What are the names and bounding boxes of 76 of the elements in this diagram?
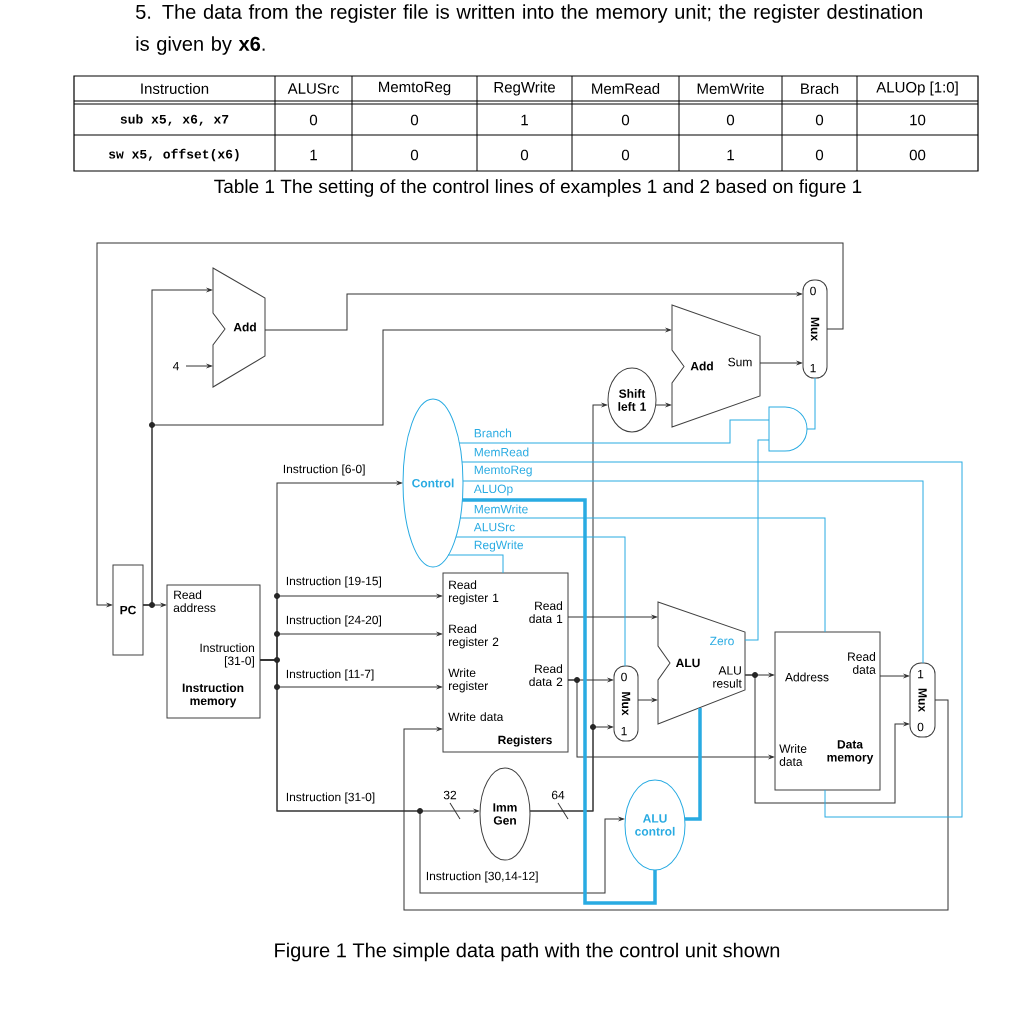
edge-label: MemRead [473,447,530,457]
signal-line [685,708,702,821]
arrow [403,699,949,911]
arrow [744,674,909,804]
table-header: Instruction [141,83,209,94]
edge-label: ALUOp [473,483,514,497]
arrow [567,615,657,619]
mux: 0 Mux 1 [613,665,639,742]
table-entry: 0 [815,114,824,126]
table-entry: 0 [520,149,529,161]
edge-label: RegWrite [473,539,525,553]
table-header: ALUSrc [287,83,339,94]
table-entry: sw x5, offset(x6) [108,148,239,162]
edge-label: ALUSrc [473,522,516,532]
arrow [264,292,802,331]
table-header: MemRead [592,83,660,94]
table-header: MemtoReg [379,81,451,96]
table-entry: 1 [521,114,528,126]
signal-line [744,439,770,641]
table-header: ALUOp [1:0] [876,81,958,96]
arrow [142,328,671,606]
register-file-box: Read register 1 Read register 2 Write register Write data Read data 1 Read data 2 Registers [442,572,569,753]
arrow [96,242,844,607]
arrow [185,364,212,368]
signal-line [447,554,504,574]
table-entry: 0 [410,114,419,126]
table-entry: 0 [621,149,630,161]
table-entry: 00 [909,149,926,161]
adder: Add Sum [671,304,761,428]
table-entry: 0 [410,149,419,161]
table-entry: 0 [309,114,318,126]
table-entry: 1 [727,149,734,161]
mux: 1 Mux 0 [909,662,936,738]
data-memory-box: Address Read data Write data Data memory [774,631,881,791]
edge-label: Instruction [24-20] [285,614,383,628]
edge-label: Instruction [19-15] [285,575,383,589]
edge-label: Instruction [6-0] [282,463,367,477]
adder: Add [212,267,266,388]
table-entry: 1 [310,149,317,161]
instruction-memory-box: Read address Instruction [31-0] Instruction memory [166,584,261,719]
signal-line [462,480,924,664]
table-entry: sub x5, x6, x7 [120,114,229,126]
signal-line [455,536,626,667]
table-entry: 0 [726,114,735,126]
bus-width-label: 64 [551,790,565,800]
arrow [759,361,802,365]
edge-label: Instruction [30,14-12] [425,870,540,884]
arrow [567,679,774,759]
bus-width-label: 32 [443,790,457,800]
table-header: RegWrite [494,81,555,96]
table-header: Brach [801,83,839,94]
arrow [655,403,671,407]
signal-line [806,377,816,430]
edge-label: Instruction [31-0] [285,791,376,805]
table-entry: 0 [815,149,824,161]
edge-label: MemWrite [473,504,529,514]
edge-label: Instruction [11-7] [285,668,375,682]
table-header: MemWrite [697,83,764,94]
arrow [529,403,607,812]
signal-line [462,498,657,905]
arrow [879,674,909,678]
signal-line [459,517,826,633]
edge-label: MemtoReg [473,465,534,477]
register-box: PC [112,564,144,656]
table-caption: Table 1 The setting of the control lines of examples 1 and 2 based on figure 1 [214,179,862,197]
arrow [637,698,657,702]
question-text: 5. The data from the register file is written into the memory unit; the register destination is given by x6. [136,4,922,55]
table-entry: 0 [621,114,630,126]
and-gate [768,406,808,452]
signal-line [458,419,770,444]
constant-label: 4 [172,361,179,371]
signal-line [461,461,963,818]
edge-label: Branch [473,428,513,438]
table-entry: 10 [910,114,926,126]
figure-caption: Figure 1 The simple data path with the control unit shown [275,942,780,962]
mux: 0 Mux 1 [802,279,828,379]
